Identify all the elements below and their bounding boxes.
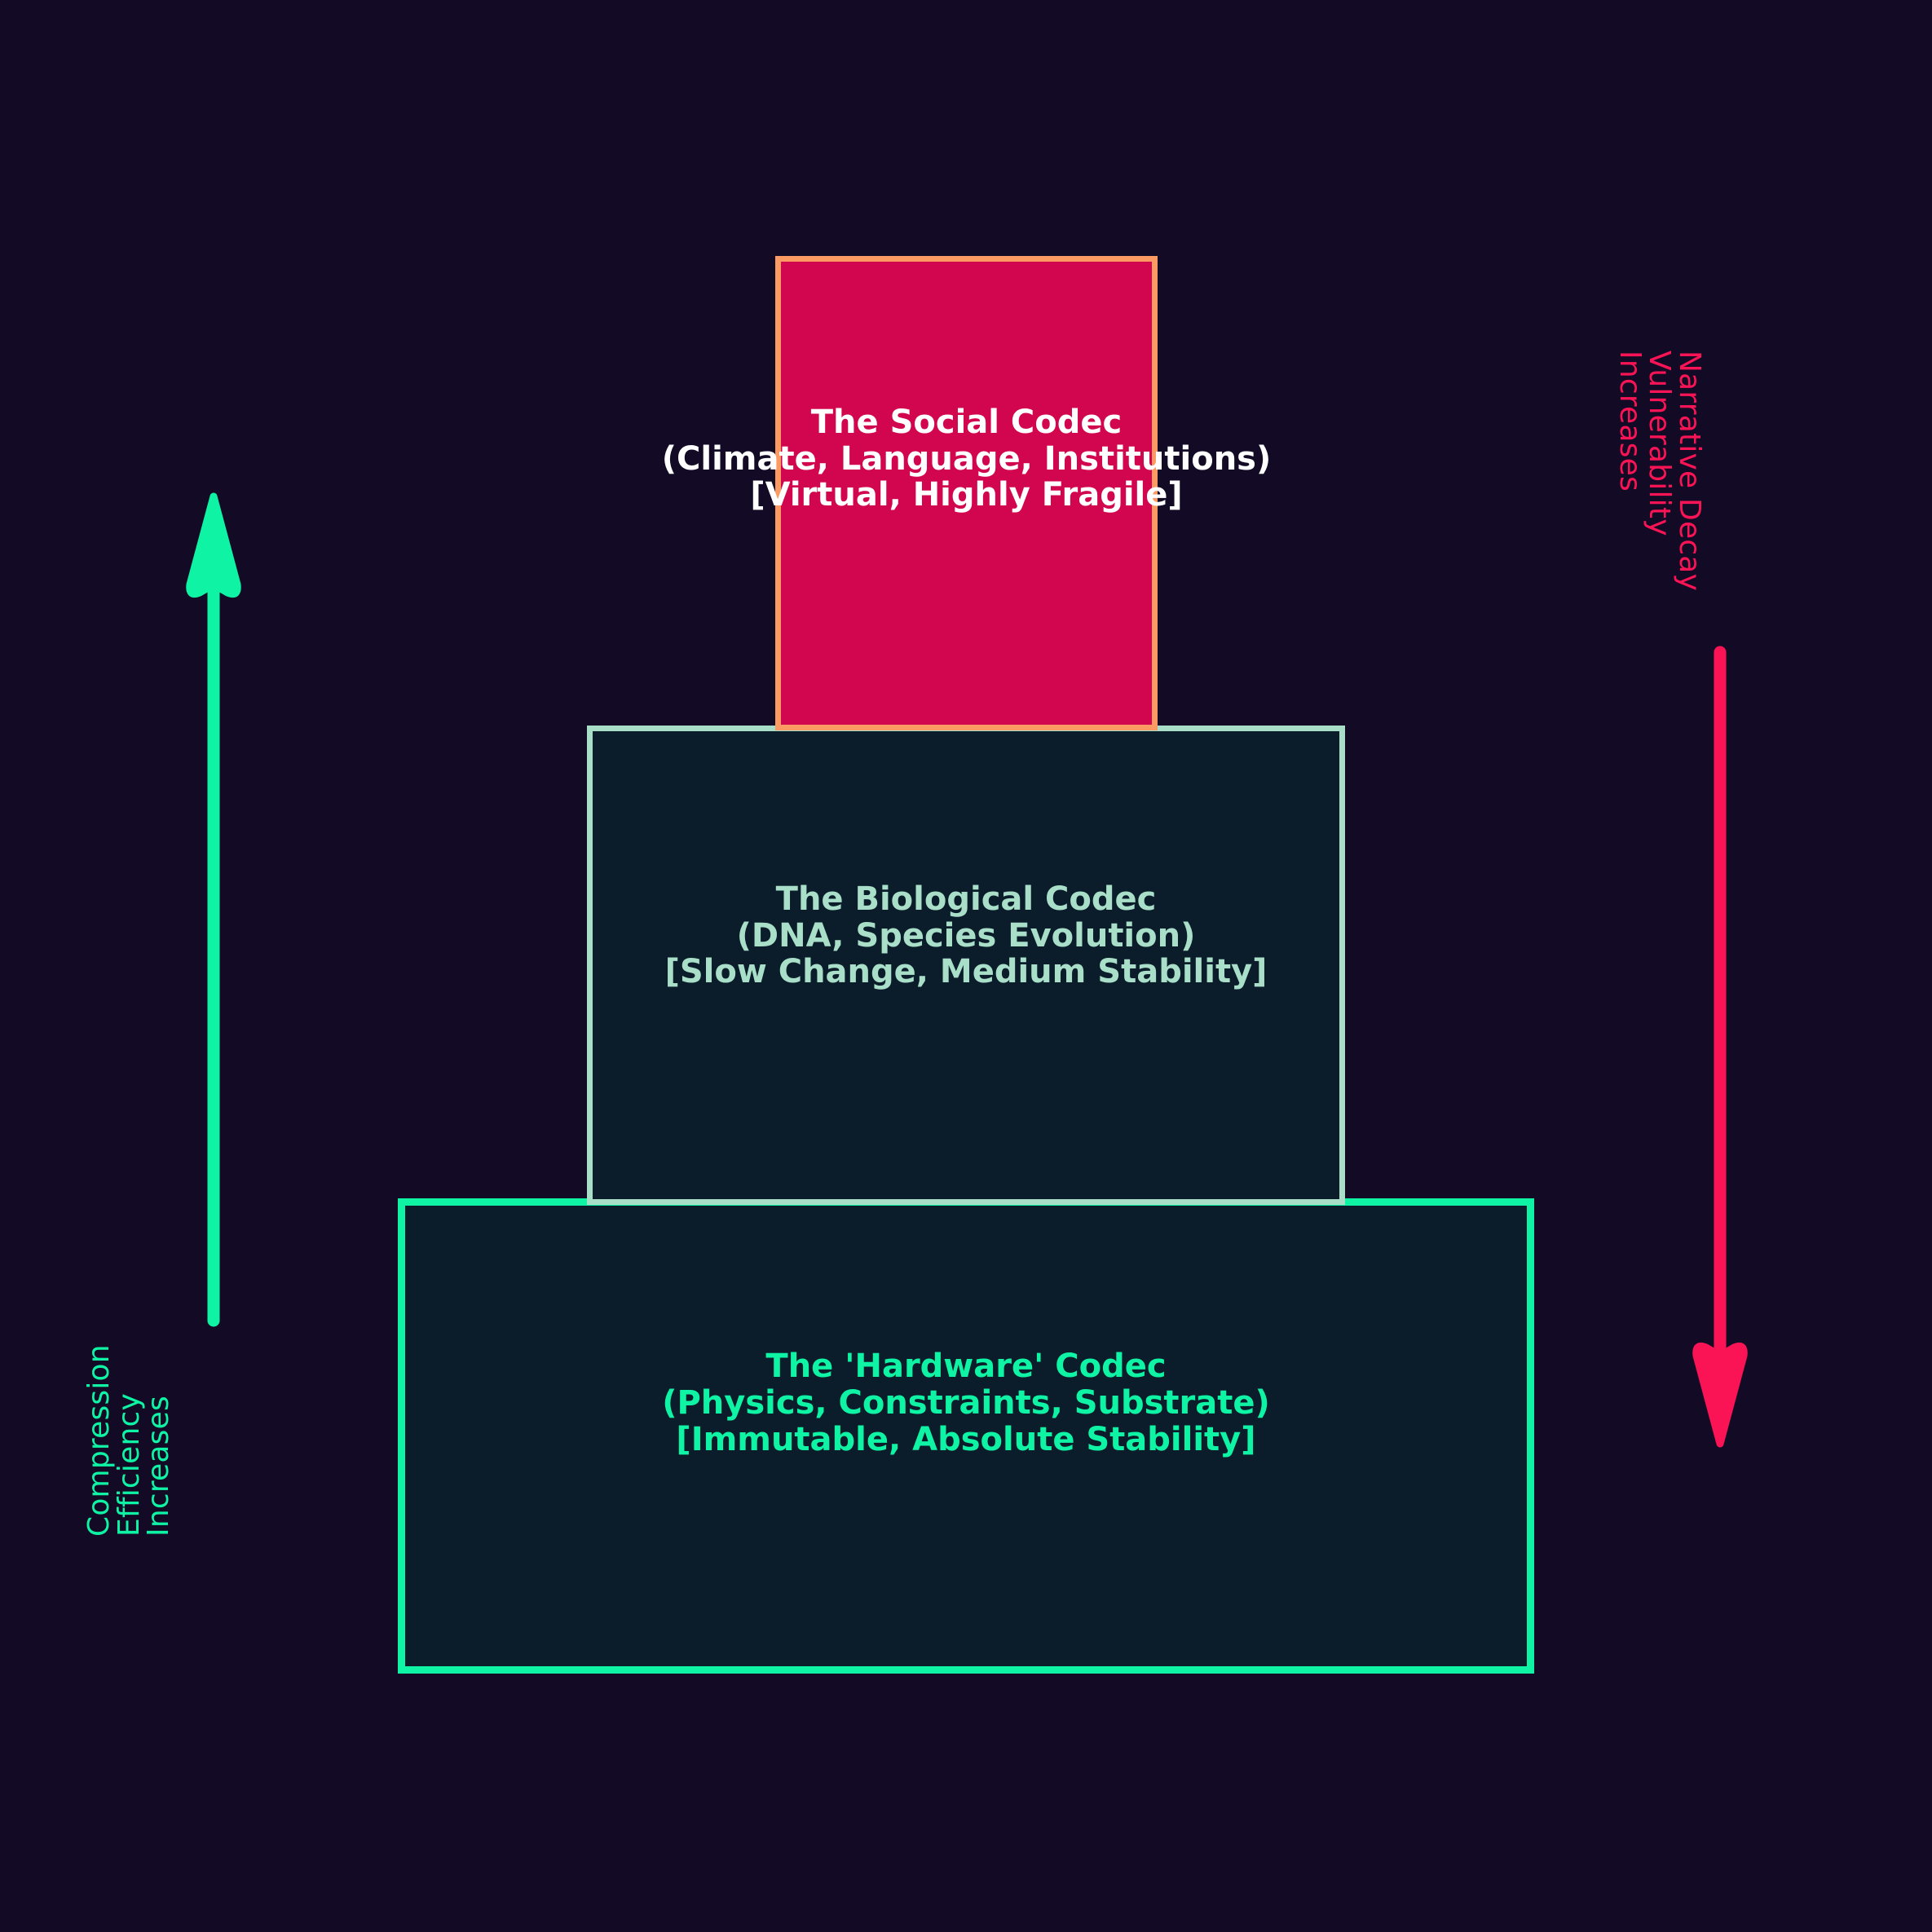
layer-box-social-codec[interactable]: The Social Codec (Climate, Language, Ins…	[662, 256, 1271, 730]
layer-label-biological-codec: The Biological Codec (DNA, Species Evolu…	[664, 880, 1268, 991]
layer-box-hardware-codec[interactable]: The 'Hardware' Codec (Physics, Constrain…	[398, 1198, 1534, 1674]
right-axis-caption: Narrative Decay Vulnerability Increases	[1612, 351, 1706, 592]
layer-box-biological-codec[interactable]: The Biological Codec (DNA, Species Evolu…	[587, 726, 1345, 1205]
layer-label-social-codec: The Social Codec (Climate, Language, Ins…	[661, 403, 1272, 514]
layer-label-hardware-codec: The 'Hardware' Codec (Physics, Constrain…	[662, 1348, 1270, 1458]
arrow-down-icon	[1692, 646, 1748, 1448]
arrow-up-icon	[186, 492, 241, 1327]
left-axis-caption: Compression Efficiency Increases	[82, 1344, 176, 1537]
